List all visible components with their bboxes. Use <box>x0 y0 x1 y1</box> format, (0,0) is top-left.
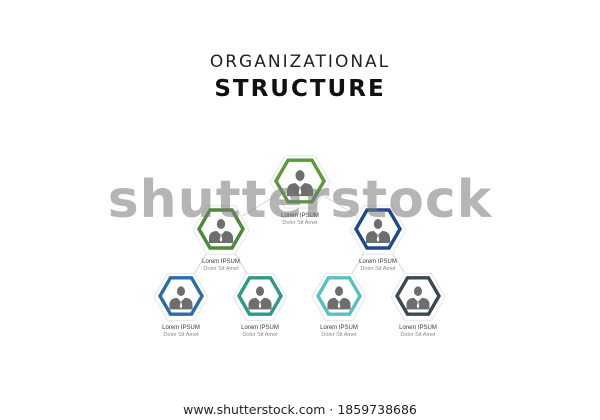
org-node-emp-3 <box>311 273 367 321</box>
org-node-emp-4 <box>390 273 446 321</box>
person-icon <box>327 286 351 310</box>
node-title: Lorem IPSUM <box>202 259 240 265</box>
node-title: Lorem IPSUM <box>320 325 358 331</box>
title-line-1: ORGANIZATIONAL <box>209 52 391 72</box>
node-subtitle: Dolor Sit Amet <box>203 266 239 272</box>
org-nodes <box>153 155 446 321</box>
watermark: shutterstock <box>107 170 493 230</box>
person-icon <box>287 170 313 197</box>
node-title: Lorem IPSUM <box>281 213 319 219</box>
org-node-mgr-right <box>349 205 407 255</box>
node-subtitle: Dolor Sit Amet <box>321 332 357 338</box>
person-icon <box>248 286 272 310</box>
node-title: Lorem IPSUM <box>162 325 200 331</box>
node-title: Lorem IPSUM <box>241 325 279 331</box>
org-node-emp-1 <box>153 273 209 321</box>
person-icon <box>209 219 233 243</box>
org-node-mgr-left <box>192 205 250 255</box>
node-title: Lorem IPSUM <box>359 259 397 265</box>
node-subtitle: Dolor Sit Amet <box>282 220 318 226</box>
org-node-ceo <box>269 155 331 209</box>
node-subtitle: Dolor Sit Amet <box>163 332 199 338</box>
person-icon <box>406 286 430 310</box>
node-subtitle: Dolor Sit Amet <box>400 332 436 338</box>
title-line-2: STRUCTURE <box>214 76 386 102</box>
footer-bar <box>0 384 600 420</box>
person-icon <box>366 219 390 243</box>
node-title: Lorem IPSUM <box>399 325 437 331</box>
footer-text: www.shutterstock.com · 1859738686 <box>183 402 417 417</box>
diagram-title: ORGANIZATIONAL STRUCTURE <box>0 52 600 102</box>
org-node-emp-2 <box>232 273 288 321</box>
person-icon <box>169 286 193 310</box>
node-subtitle: Dolor Sit Amet <box>242 332 278 338</box>
node-subtitle: Dolor Sit Amet <box>360 266 396 272</box>
